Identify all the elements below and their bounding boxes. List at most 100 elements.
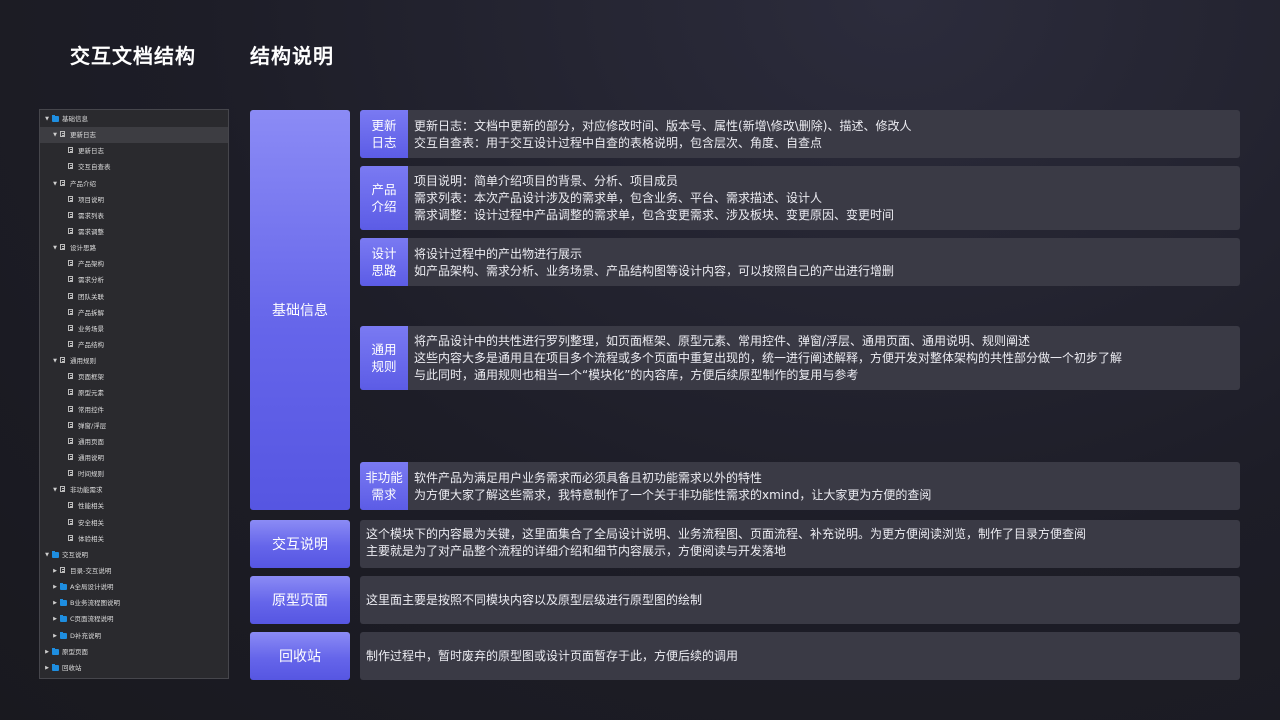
- page-icon: [68, 147, 73, 154]
- tree-item[interactable]: 弹窗/浮层: [40, 418, 228, 434]
- tag-general-rules[interactable]: 通用规则: [360, 326, 408, 390]
- card-desc: 这个模块下的内容最为关键，这里面集合了全局设计说明、业务流程图、页面流程、补充说…: [366, 526, 1086, 560]
- tree-item[interactable]: 更新日志: [40, 143, 228, 159]
- category-basic-info[interactable]: 基础信息: [250, 110, 350, 510]
- page-icon: [68, 470, 73, 477]
- card-prototype: 这里面主要是按照不同模块内容以及原型层级进行原型图的绘制: [360, 576, 1240, 624]
- tree-item-label: A全局设计说明: [70, 583, 114, 592]
- chevron-right-icon[interactable]: ▶: [53, 584, 57, 591]
- tree-item-label: 业务场景: [78, 324, 104, 333]
- folder-icon: [60, 599, 67, 607]
- desc-line: 将设计过程中的产出物进行展示: [414, 247, 583, 261]
- folder-icon: [60, 615, 67, 623]
- chevron-right-icon[interactable]: ▶: [45, 664, 49, 671]
- card-interaction: 这个模块下的内容最为关键，这里面集合了全局设计说明、业务流程图、页面流程、补充说…: [360, 520, 1240, 568]
- page-icon: [68, 292, 73, 299]
- chevron-down-icon[interactable]: ▼: [53, 132, 57, 139]
- tree-item-label: 需求调整: [78, 227, 104, 236]
- structure-description-title: 结构说明: [250, 44, 334, 68]
- tree-item[interactable]: 产品结构: [40, 337, 228, 353]
- category-prototype[interactable]: 原型页面: [250, 576, 350, 624]
- doc-structure-title: 交互文档结构: [70, 44, 196, 68]
- chevron-right-icon[interactable]: ▶: [53, 600, 57, 607]
- tree-item-label: 更新日志: [70, 131, 96, 140]
- tree-item-label: 产品拆解: [78, 308, 104, 317]
- page-icon: [68, 276, 73, 283]
- tree-item-label: 通用说明: [78, 453, 104, 462]
- folder-icon: [52, 550, 59, 558]
- tree-item[interactable]: 页面框架: [40, 369, 228, 385]
- category-interaction[interactable]: 交互说明: [250, 520, 350, 568]
- page-icon: [68, 389, 73, 396]
- tree-item[interactable]: 通用页面: [40, 434, 228, 450]
- tag-line: 设计: [371, 246, 397, 261]
- tree-item[interactable]: ▶B业务流程图说明: [40, 595, 228, 611]
- tree-item[interactable]: ▼ 更新日志: [40, 127, 228, 144]
- tree-item[interactable]: 时间规则: [40, 466, 228, 482]
- chevron-down-icon[interactable]: ▼: [45, 116, 49, 122]
- tree-item[interactable]: 业务场景: [40, 321, 228, 337]
- tree-item[interactable]: 原型元素: [40, 385, 228, 401]
- tree-item[interactable]: ▼非功能需求: [40, 482, 228, 498]
- chevron-right-icon[interactable]: ▶: [53, 616, 57, 623]
- category-recycle[interactable]: 回收站: [250, 632, 350, 680]
- page-icon: [68, 324, 73, 331]
- card-desc: 制作过程中，暂时废弃的原型图或设计页面暂存于此，方便后续的调用: [366, 648, 738, 665]
- tree-item-label: 需求列表: [78, 211, 104, 220]
- tree-item[interactable]: ▼设计思路: [40, 240, 228, 256]
- chevron-down-icon[interactable]: ▼: [53, 245, 57, 252]
- tag-nonfunctional[interactable]: 非功能需求: [360, 462, 408, 510]
- tree-item[interactable]: ▶ A全局设计说明: [40, 579, 228, 595]
- desc-line: 将产品设计中的共性进行罗列整理，如页面框架、原型元素、常用控件、弹窗/浮层、通用…: [414, 334, 1031, 348]
- tree-item[interactable]: ▼基础信息: [40, 111, 228, 127]
- tree-item-label: 更新日志: [78, 147, 104, 156]
- tag-product-intro[interactable]: 产品介绍: [360, 166, 408, 230]
- tree-item[interactable]: 通用说明: [40, 450, 228, 466]
- chevron-right-icon[interactable]: ▶: [53, 632, 57, 639]
- chevron-right-icon[interactable]: ▶: [53, 567, 57, 574]
- page-icon: [68, 211, 73, 218]
- page-icon: [68, 227, 73, 234]
- tree-item[interactable]: ▶C页面流程说明: [40, 611, 228, 627]
- tree-item[interactable]: ▶原型页面: [40, 644, 228, 660]
- tree-item[interactable]: 团队关联: [40, 289, 228, 305]
- tree-item[interactable]: 项目说明: [40, 192, 228, 208]
- chevron-right-icon[interactable]: ▶: [45, 648, 49, 655]
- page-icon: [68, 405, 73, 412]
- tree-item[interactable]: 产品拆解: [40, 305, 228, 321]
- tree-item[interactable]: 产品架构: [40, 256, 228, 272]
- tag-line: 通用: [371, 342, 397, 357]
- chevron-down-icon[interactable]: ▼: [53, 180, 57, 187]
- tree-item[interactable]: 需求列表: [40, 208, 228, 224]
- file-tree-panel[interactable]: ▼基础信息▼更新日志更新日志交互自查表▼产品介绍项目说明需求列表需求调整▼设计思…: [39, 109, 229, 679]
- chevron-down-icon[interactable]: ▼: [45, 551, 49, 558]
- desc-line: 主要就是为了对产品整个流程的详细介绍和细节内容展示，方便阅读与开发落地: [366, 544, 787, 558]
- card-desc: 将产品设计中的共性进行罗列整理，如页面框架、原型元素、常用控件、弹窗/浮层、通用…: [414, 333, 1122, 384]
- tree-item-label: 项目说明: [78, 195, 104, 204]
- tag-line: 更新: [371, 118, 397, 133]
- card-product-intro: 产品介绍 项目说明：简单介绍项目的背景、分析、项目成员 需求列表：本次产品设计涉…: [360, 166, 1240, 230]
- tree-item[interactable]: ▼ 通用规则: [40, 353, 228, 369]
- tree-item[interactable]: 安全相关: [40, 515, 228, 531]
- tree-item[interactable]: 交互自查表: [40, 159, 228, 175]
- tree-item[interactable]: 需求分析: [40, 272, 228, 288]
- card-nonfunctional: 非功能需求 软件产品为满足用户业务需求而必须具备且初功能需求以外的特性 为方便大…: [360, 462, 1240, 510]
- tag-design-idea[interactable]: 设计思路: [360, 238, 408, 286]
- tree-item-label: 常用控件: [78, 405, 104, 414]
- tree-item[interactable]: 常用控件: [40, 402, 228, 418]
- tree-item[interactable]: ▶回收站: [40, 660, 228, 676]
- page-icon: [68, 340, 73, 347]
- chevron-down-icon[interactable]: ▼: [53, 487, 57, 494]
- tree-item[interactable]: ▶D补充说明: [40, 628, 228, 644]
- tree-item[interactable]: 需求调整: [40, 224, 228, 240]
- chevron-down-icon[interactable]: ▼: [53, 358, 57, 365]
- tree-item[interactable]: ▶目录-交互说明: [40, 563, 228, 579]
- tree-item-label: 弹窗/浮层: [78, 421, 107, 430]
- tree-item[interactable]: ▼产品介绍: [40, 176, 228, 192]
- page-icon: [68, 437, 73, 444]
- tree-item-label: 通用规则: [70, 357, 96, 366]
- tree-item[interactable]: ▼交互说明: [40, 547, 228, 563]
- tree-item[interactable]: 性能相关: [40, 498, 228, 514]
- tag-update-log[interactable]: 更新日志: [360, 110, 408, 158]
- tree-item[interactable]: 体验相关: [40, 531, 228, 547]
